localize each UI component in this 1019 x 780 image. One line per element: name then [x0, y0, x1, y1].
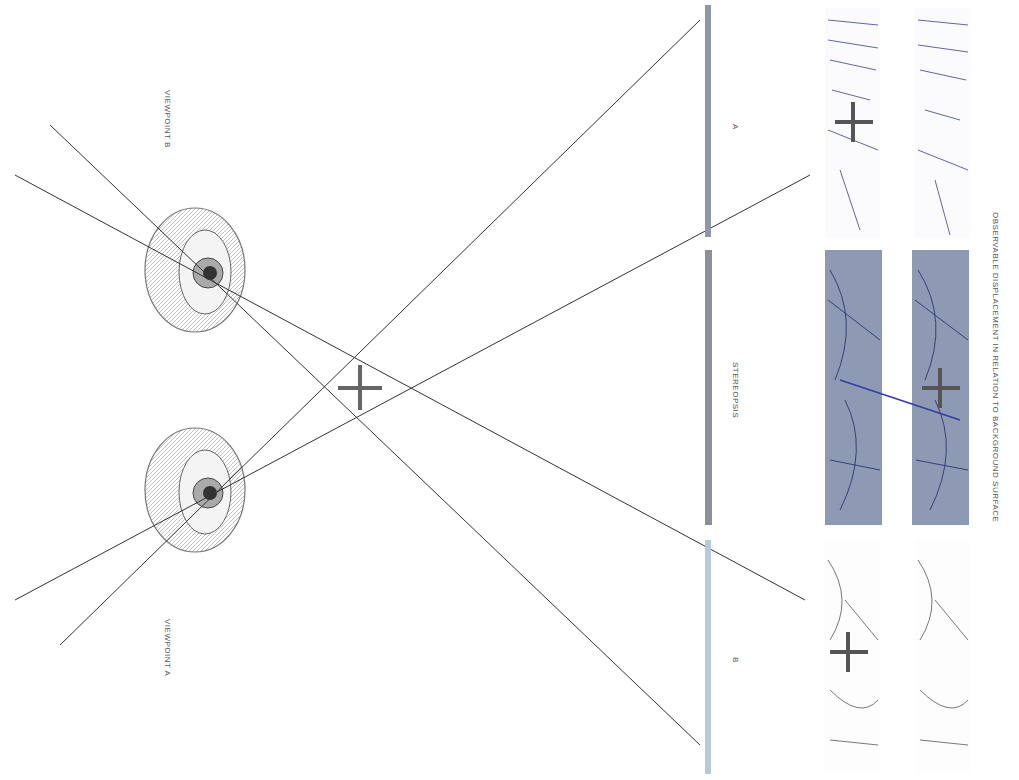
- band-stereopsis: [705, 250, 712, 525]
- sight-lines: [15, 20, 810, 745]
- caption-note: OBSERVABLE DISPLACEMENT IN RELATION TO B…: [991, 210, 1000, 524]
- map-thumbnails: [825, 8, 970, 774]
- band-label: STEREOPSIS: [731, 360, 740, 420]
- band-letter: B: [731, 655, 740, 665]
- viewpoint-label: VIEWPOINT B: [163, 88, 172, 150]
- viewpoint-label: VIEWPOINT A: [163, 617, 172, 678]
- eye-bottom: [145, 428, 245, 552]
- band-b: [705, 540, 711, 774]
- band-letter: A: [731, 122, 740, 132]
- displacement-crosses: [830, 102, 960, 672]
- eye-top: [145, 208, 245, 332]
- band-a: [705, 5, 711, 237]
- target-cross: [338, 365, 382, 410]
